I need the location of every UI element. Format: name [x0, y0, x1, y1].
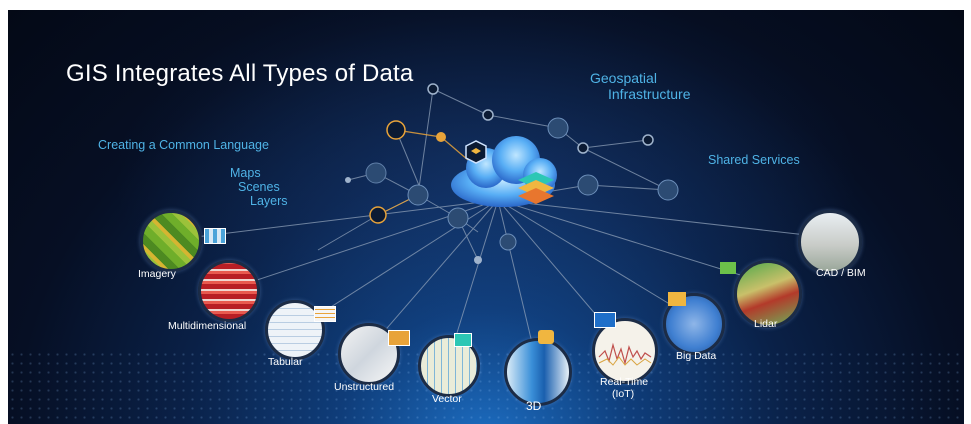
multidimensional-label: Multidimensional — [168, 320, 247, 332]
maps-label: Maps — [230, 166, 261, 180]
cad-bim-label: CAD / BIM — [816, 267, 866, 279]
layers-hexagon-icon — [465, 140, 487, 164]
big-data-label: Big Data — [676, 350, 717, 362]
imagery-label: Imagery — [138, 268, 176, 280]
cad-bim-icon — [798, 210, 862, 274]
real-time-chart-icon — [592, 318, 658, 384]
iot-label: (IoT) — [612, 388, 635, 400]
vector-badge-icon — [454, 333, 472, 347]
common-language-label: Creating a Common Language — [98, 138, 269, 152]
tabular-label: Tabular — [268, 356, 303, 368]
dotted-globe-grid — [8, 350, 964, 424]
real-time-waveform — [598, 342, 652, 366]
big-data-badge-icon — [668, 292, 686, 306]
vector-label: Vector — [432, 393, 462, 405]
3d-label: 3D — [526, 399, 542, 413]
unstructured-label: Unstructured — [334, 381, 395, 393]
imagery-badge-icon — [204, 228, 226, 244]
lidar-icon — [734, 260, 802, 328]
real-time-badge-icon — [594, 312, 616, 328]
3d-buildings-icon — [504, 338, 572, 406]
network-nodes — [345, 83, 679, 264]
lidar-badge-icon — [720, 262, 736, 274]
infrastructure-label: Infrastructure — [608, 86, 691, 102]
slide-title: GIS Integrates All Types of Data — [66, 60, 414, 87]
layers-label: Layers — [250, 194, 288, 208]
tabular-badge-icon — [314, 306, 336, 322]
imagery-icon — [140, 210, 202, 272]
unstructured-badge-icon — [388, 330, 410, 346]
slide: GIS Integrates All Types of Data Geospat… — [8, 10, 964, 424]
geospatial-label: Geospatial — [590, 70, 657, 86]
scenes-label: Scenes — [238, 180, 280, 194]
3d-badge-icon — [538, 330, 554, 344]
shared-services-label: Shared Services — [708, 153, 800, 167]
cloud-icon — [451, 136, 557, 207]
network-diagram — [187, 83, 834, 369]
tabular-icon — [265, 300, 325, 360]
real-time-label: Real-Time — [600, 376, 649, 388]
lidar-label: Lidar — [754, 318, 778, 330]
multidimensional-icon — [198, 260, 260, 322]
vector-icon — [418, 335, 480, 397]
